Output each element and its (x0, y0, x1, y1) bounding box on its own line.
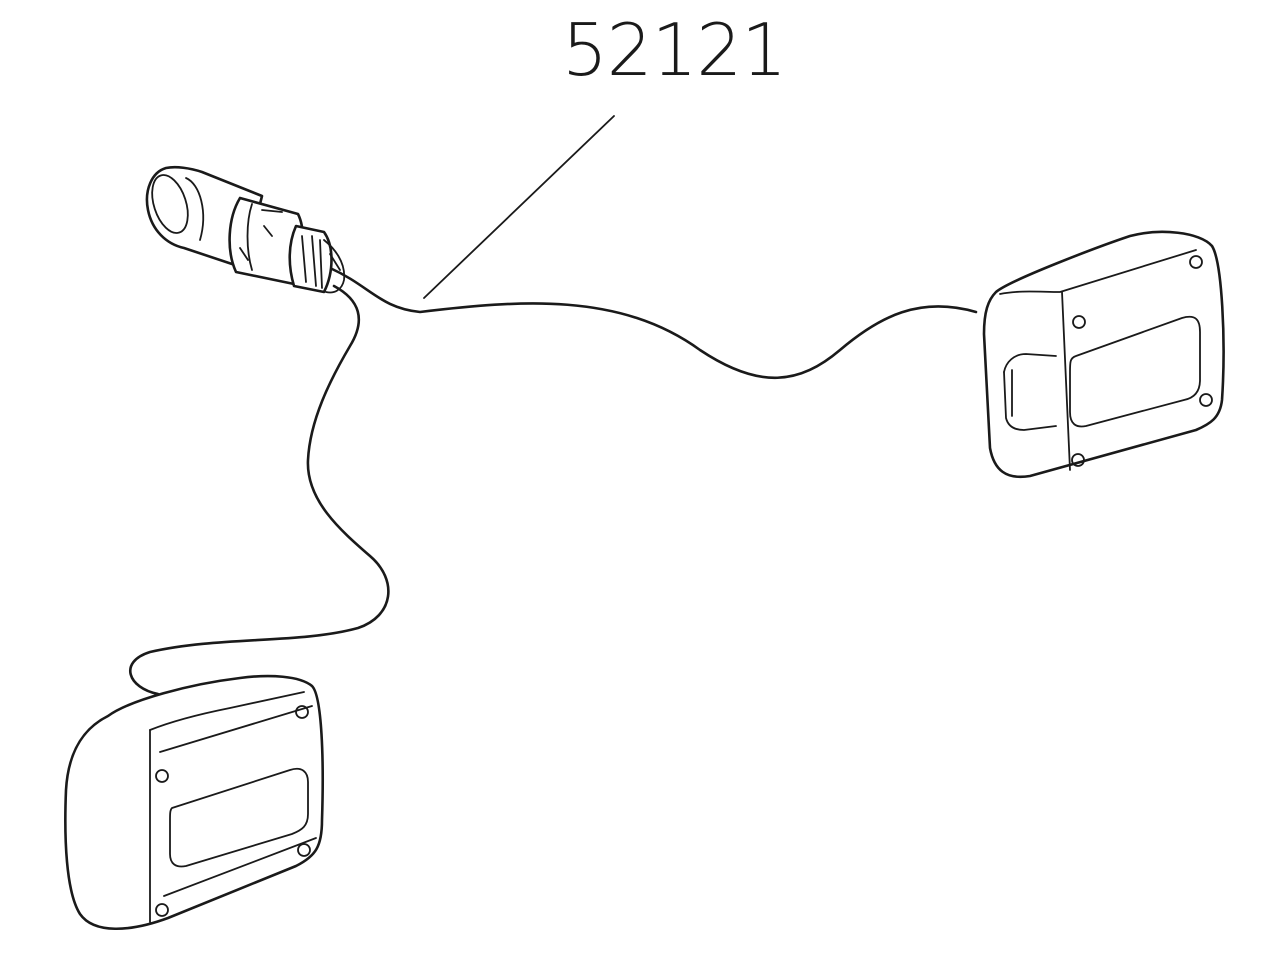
part-number-label: 52121 (562, 8, 787, 92)
right-tail-lamp (982, 230, 1225, 479)
left-tail-lamp (64, 674, 324, 931)
cable-right (328, 266, 978, 380)
trailer-plug (145, 165, 346, 294)
cable-left (129, 284, 390, 696)
leader-line (423, 115, 615, 299)
